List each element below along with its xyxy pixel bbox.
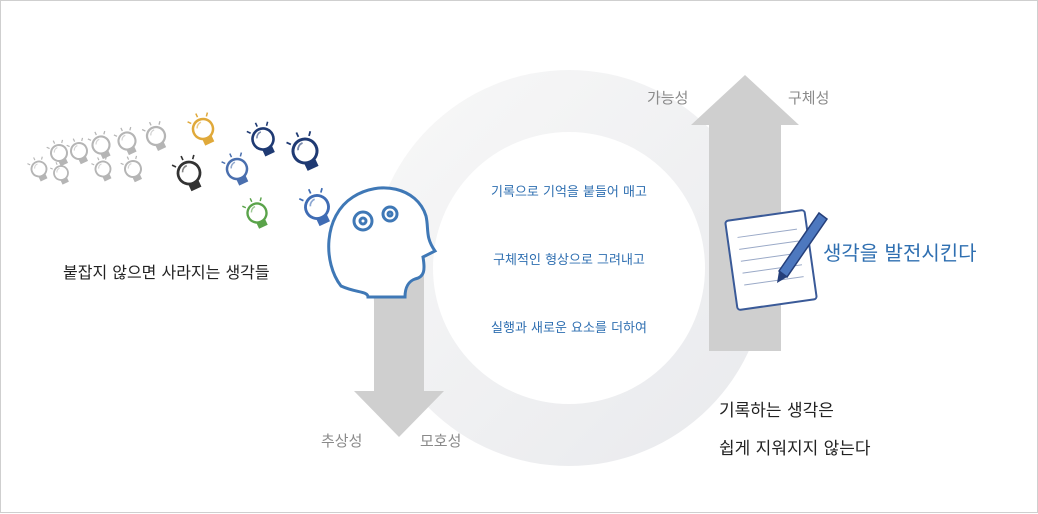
lightbulb-icon <box>242 197 268 229</box>
lightbulb-icon <box>49 161 69 185</box>
lightbulb-icon <box>246 121 275 157</box>
center-item-2: 구체적인 형상으로 그려내고 <box>493 253 645 268</box>
cycle-inner-circle <box>433 132 705 404</box>
bottom-line-2: 쉽게 지워지지 않는다 <box>719 439 871 459</box>
lightbulb-icon <box>141 121 167 151</box>
lightbulb-icon <box>46 139 69 167</box>
lightbulb-icon <box>27 156 48 182</box>
lightbulb-icon <box>286 131 319 171</box>
center-item-1: 기록으로 기억을 붙들어 매고 <box>491 185 647 200</box>
label-vagueness: 모호성 <box>420 432 462 450</box>
lightbulb-icon <box>113 126 137 156</box>
lightbulb-icon <box>66 137 89 165</box>
bottom-line-1: 기록하는 생각은 <box>719 401 834 421</box>
lightbulb-icon <box>298 187 330 227</box>
lightbulb-icon <box>171 154 202 192</box>
notepad-pencil-icon <box>724 209 829 311</box>
label-concreteness: 구체성 <box>788 89 830 107</box>
lightbulb-icon <box>221 152 249 186</box>
head-gears-icon <box>327 186 438 299</box>
lightbulb-icon <box>187 112 215 146</box>
lightbulb-icon <box>91 156 112 182</box>
left-caption: 붙잡지 않으면 사라지는 생각들 <box>63 263 270 282</box>
lightbulb-icon <box>120 155 143 183</box>
center-text-group: 기록으로 기억을 붙들어 매고 구체적인 형상으로 그려내고 실행과 새로운 요… <box>441 177 697 357</box>
lightbulb-icon <box>87 130 111 160</box>
center-item-3: 실행과 새로운 요소를 더하여 <box>491 321 647 336</box>
right-title: 생각을 발전시킨다 <box>823 241 977 265</box>
label-abstractness: 추상성 <box>321 432 363 450</box>
label-possibility: 가능성 <box>647 89 689 107</box>
lightbulb-cloud <box>27 112 330 229</box>
